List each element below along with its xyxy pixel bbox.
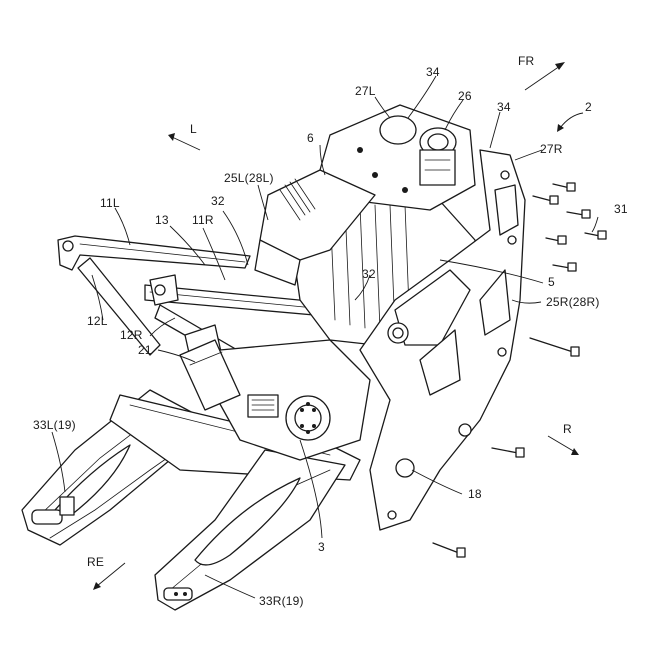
ref-label-27r: 27R (540, 142, 563, 156)
ref-label-2: 2 (585, 100, 592, 114)
right-frame-plate (359, 149, 526, 531)
arrow-rear (93, 562, 126, 590)
ref-label-12r: 12R (120, 328, 143, 342)
ref-label-25l: 25L(28L) (224, 171, 274, 185)
air-box (254, 169, 376, 286)
ref-label-33r: 33R(19) (259, 594, 304, 608)
ref-label-21: 21 (138, 343, 152, 357)
arrow-right (547, 435, 579, 455)
direction-label-left: L (190, 122, 197, 136)
ref-label-26: 26 (458, 89, 472, 103)
ref-label-32-a: 32 (211, 194, 225, 208)
arrow-front (524, 62, 565, 91)
swing-arm (21, 389, 361, 611)
ref-label-34-a: 34 (426, 65, 440, 79)
ref-label-18: 18 (468, 487, 482, 501)
ref-label-34-b: 34 (497, 100, 511, 114)
ref-label-6: 6 (307, 131, 314, 145)
ref-label-11r: 11R (192, 213, 214, 227)
direction-label-right: R (563, 422, 572, 436)
rear-shock (179, 339, 241, 411)
ref-label-5: 5 (548, 275, 555, 289)
ref-label-25r: 25R(28R) (546, 295, 600, 309)
direction-label-front: FR (518, 54, 535, 68)
arrow-assembly-2 (557, 112, 584, 132)
bolts-31 (432, 182, 607, 558)
leader-lines (51, 75, 599, 599)
direction-label-rear: RE (87, 555, 105, 569)
cylinder-head (319, 104, 476, 211)
ref-label-32-b: 32 (362, 267, 376, 281)
ref-label-31: 31 (614, 202, 628, 216)
ref-label-3: 3 (318, 540, 325, 554)
ref-label-33l: 33L(19) (33, 418, 76, 432)
ref-label-13: 13 (155, 213, 169, 227)
ref-label-12l: 12L (87, 314, 108, 328)
ref-label-11l: 11L (100, 196, 120, 210)
ref-label-27l: 27L (355, 84, 376, 98)
arrow-left (168, 133, 201, 151)
